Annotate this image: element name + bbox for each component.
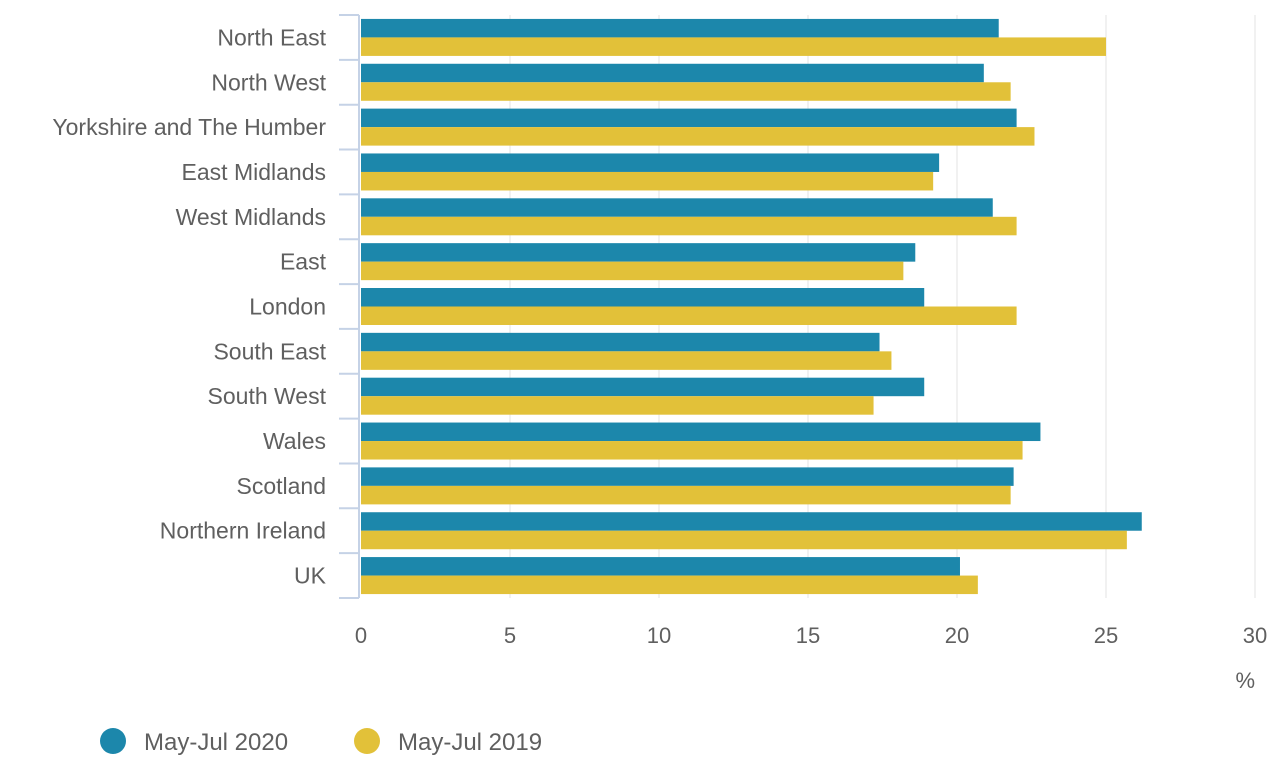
bar-may-jul-2020 (361, 153, 940, 172)
bar-may-jul-2019 (361, 216, 1017, 236)
bar-may-jul-2020 (361, 422, 1041, 442)
bar-may-jul-2019 (361, 396, 874, 415)
bar-may-jul-2019 (361, 441, 1023, 460)
bar-may-jul-2019 (361, 171, 934, 191)
x-tick-label: 10 (647, 623, 671, 648)
x-tick-label: 20 (945, 623, 969, 648)
bar-may-jul-2020 (361, 18, 999, 38)
bar-may-jul-2020 (361, 377, 925, 397)
category-label: South West (208, 383, 327, 409)
category-label: Wales (263, 428, 326, 454)
bar-may-jul-2020 (361, 332, 880, 352)
legend-label: May-Jul 2020 (144, 729, 288, 756)
bar-may-jul-2020 (361, 512, 1142, 531)
bar-may-jul-2020 (361, 288, 925, 307)
bar-may-jul-2020 (361, 108, 1017, 128)
bar-may-jul-2020 (361, 63, 984, 83)
bar-may-jul-2020 (361, 467, 1014, 486)
x-unit-label: % (1235, 668, 1255, 693)
category-label: West Midlands (176, 204, 326, 230)
bars (361, 18, 1142, 595)
x-tick-labels: 0 5 10 15 20 25 30 (355, 623, 1267, 648)
bar-may-jul-2019 (361, 82, 1011, 101)
x-tick-label: 25 (1094, 623, 1118, 648)
category-label: Northern Ireland (160, 518, 326, 544)
bar-may-jul-2020 (361, 557, 960, 576)
x-tick-label: 30 (1243, 623, 1267, 648)
category-label: London (249, 294, 326, 320)
category-label: North East (217, 24, 326, 50)
category-label: East Midlands (182, 159, 326, 185)
legend-marker (100, 728, 126, 754)
legend: May-Jul 2020 May-Jul 2019 (100, 728, 542, 756)
x-tick-label: 15 (796, 623, 820, 648)
x-tick-label: 5 (504, 623, 516, 648)
y-axis (339, 14, 360, 599)
bar-may-jul-2019 (361, 530, 1127, 550)
bar-may-jul-2019 (361, 127, 1035, 146)
x-tick-label: 0 (355, 623, 367, 648)
bar-may-jul-2019 (361, 261, 904, 281)
bar-may-jul-2019 (361, 485, 1011, 505)
legend-label: May-Jul 2019 (398, 729, 542, 756)
bar-may-jul-2020 (361, 243, 916, 262)
bar-may-jul-2019 (361, 306, 1017, 325)
category-label: Scotland (236, 473, 326, 499)
bar-may-jul-2020 (361, 198, 993, 217)
category-label: South East (213, 338, 326, 364)
category-label: UK (294, 563, 327, 589)
bar-may-jul-2019 (361, 37, 1106, 56)
category-label: Yorkshire and The Humber (52, 114, 326, 140)
bar-may-jul-2019 (361, 575, 978, 595)
category-label: North West (211, 69, 326, 95)
legend-marker (354, 728, 380, 754)
category-label: East (280, 249, 327, 275)
bar-may-jul-2019 (361, 351, 892, 370)
